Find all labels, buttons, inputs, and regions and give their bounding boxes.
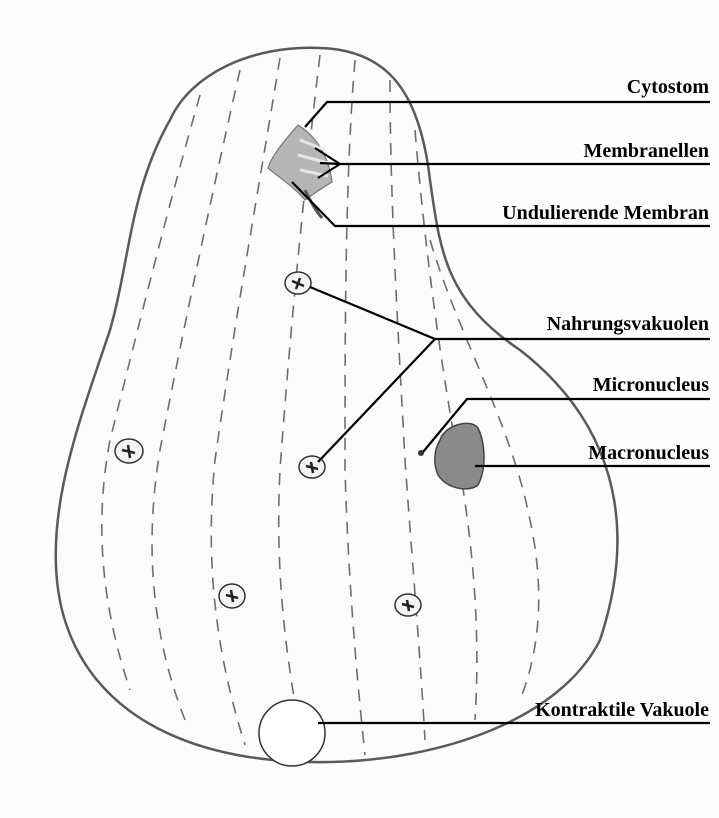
label-macronucleus: Macronucleus: [588, 443, 709, 463]
leader-membranellen-2: [320, 163, 340, 164]
label-kontraktile-vakuole: Kontraktile Vakuole: [535, 700, 709, 720]
contractile-vacuole: [259, 700, 325, 766]
label-undulierende-membran: Undulierende Membran: [502, 203, 709, 223]
label-micronucleus: Micronucleus: [593, 375, 709, 395]
cell-membrane: [56, 48, 618, 762]
label-nahrungsvakuolen: Nahrungsvakuolen: [547, 314, 709, 334]
label-cytostom: Cytostom: [627, 77, 709, 97]
label-membranellen: Membranellen: [583, 141, 709, 161]
